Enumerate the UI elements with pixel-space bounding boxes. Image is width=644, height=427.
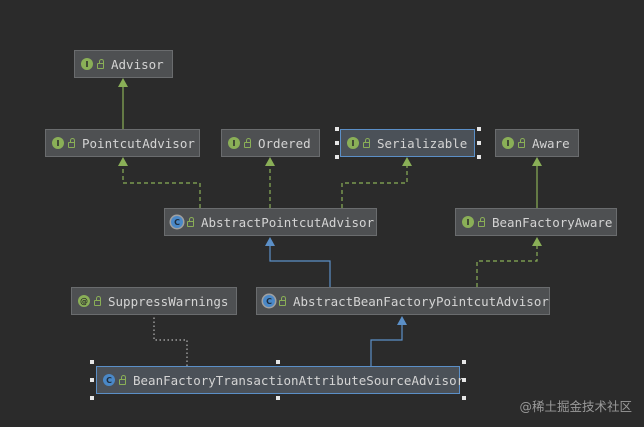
abstract-class-icon: C [171, 216, 183, 228]
node-label: SuppressWarnings [108, 293, 229, 309]
watermark: @稀土掘金技术社区 [519, 399, 632, 414]
node-label: Aware [532, 135, 570, 151]
node-label: PointcutAdvisor [82, 135, 195, 151]
lock-icon [187, 216, 194, 227]
selection-handle[interactable] [90, 396, 94, 400]
node-label: Ordered [258, 135, 311, 151]
interface-icon: I [81, 58, 93, 70]
selection-handle[interactable] [335, 127, 339, 131]
node-aware[interactable]: I Aware [495, 129, 579, 157]
node-abstractpointcutadvisor[interactable]: C AbstractPointcutAdvisor [164, 208, 377, 236]
selection-handle[interactable] [462, 360, 466, 364]
lock-icon [68, 137, 75, 148]
edge-abstractpointcutadvisor-pointcutadvisor [118, 157, 201, 208]
node-beanfactoryaware[interactable]: I BeanFactoryAware [455, 208, 617, 236]
selection-handle[interactable] [477, 155, 481, 159]
selection-handle[interactable] [335, 141, 339, 145]
node-label: Advisor [111, 56, 164, 72]
node-label: BeanFactoryTransactionAttributeSourceAdv… [133, 372, 465, 388]
interface-icon: I [502, 137, 514, 149]
lock-icon [518, 137, 525, 148]
node-abstractbeanfactorypointcutadvisor[interactable]: C AbstractBeanFactoryPointcutAdvisor [256, 287, 550, 315]
node-label: AbstractPointcutAdvisor [201, 214, 375, 230]
interface-icon: I [462, 216, 474, 228]
lock-icon [478, 216, 485, 227]
lock-icon [244, 137, 251, 148]
selection-handle[interactable] [462, 396, 466, 400]
edge-abstractbeanfactorypointcutadvisor-beanfactoryaware [476, 237, 542, 287]
node-suppresswarnings[interactable]: @ SuppressWarnings [71, 287, 237, 315]
selection-handle[interactable] [90, 378, 94, 382]
lock-icon [97, 58, 104, 69]
selection-handle[interactable] [477, 141, 481, 145]
edge-beanfactorytransactionattributesourceadvisor-abstractbeanfactorypointcutadvisor [370, 316, 407, 366]
interface-icon: I [228, 137, 240, 149]
edge-abstractbeanfactorypointcutadvisor-abstractpointcutadvisor [265, 237, 331, 287]
lock-icon [279, 295, 286, 306]
abstract-class-icon: C [263, 295, 275, 307]
selection-handle[interactable] [335, 155, 339, 159]
node-ordered[interactable]: I Ordered [221, 129, 320, 157]
selection-handle[interactable] [90, 360, 94, 364]
interface-icon: I [347, 137, 359, 149]
annotation-icon: @ [78, 295, 90, 307]
node-pointcutadvisor[interactable]: I PointcutAdvisor [45, 129, 200, 157]
edge-abstractpointcutadvisor-serializable [341, 157, 412, 208]
selection-handle[interactable] [276, 360, 280, 364]
node-beanfactorytransactionattributesourceadvisor[interactable]: C BeanFactoryTransactionAttributeSourceA… [96, 366, 464, 394]
lock-icon [119, 374, 126, 385]
node-serializable[interactable]: I Serializable [340, 129, 475, 157]
lock-icon [363, 137, 370, 148]
selection-handle[interactable] [477, 127, 481, 131]
lock-icon [94, 295, 101, 306]
edge-pointcutadvisor-advisor [118, 78, 128, 129]
class-icon: C [103, 374, 115, 386]
node-label: AbstractBeanFactoryPointcutAdvisor [293, 293, 549, 309]
selection-handle[interactable] [276, 396, 280, 400]
selection-handle[interactable] [462, 378, 466, 382]
edge-abstractpointcutadvisor-ordered [265, 157, 275, 208]
edge-beanfactoryaware-aware [532, 157, 542, 208]
interface-icon: I [52, 137, 64, 149]
edge-beanfactorytransactionattributesourceadvisor-suppresswarnings [153, 316, 188, 366]
node-label: BeanFactoryAware [492, 214, 613, 230]
node-advisor[interactable]: I Advisor [74, 50, 173, 78]
node-label: Serializable [377, 135, 468, 151]
